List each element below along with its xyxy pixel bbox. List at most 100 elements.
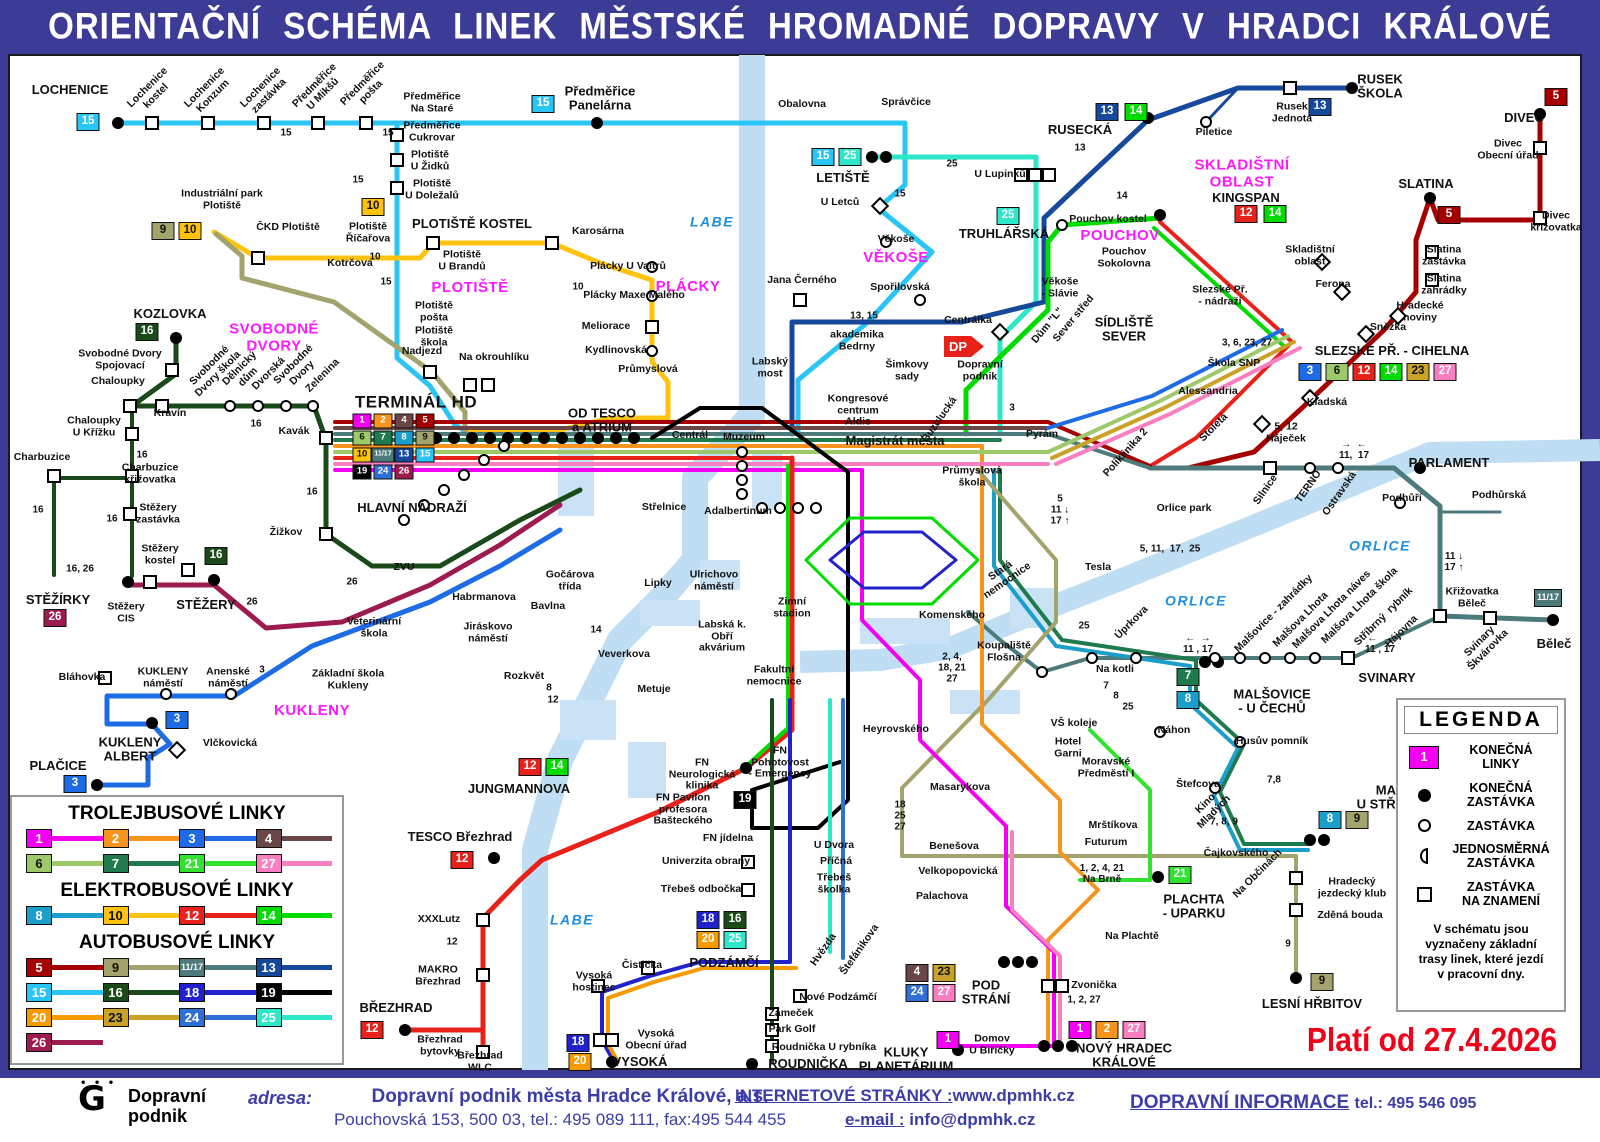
line-color-sample	[281, 836, 332, 841]
line-color-sample	[205, 836, 256, 841]
line-badge-14: 14	[255, 906, 282, 925]
legend-item: KONEČNÁ ZASTÁVKA	[1404, 781, 1558, 810]
line-badge-23: 23	[102, 1008, 129, 1027]
line-key-15: 15	[26, 983, 103, 1002]
line-color-sample	[52, 990, 103, 995]
website-row: INTERNETOVÉ STRÁNKY :www.dpmhk.cz	[735, 1086, 1075, 1106]
info-row: DOPRAVNÍ INFORMACE tel.: 495 546 095	[1130, 1092, 1476, 1114]
legend-items: 1 KONEČNÁ LINKY KONEČNÁ ZASTÁVKA ZASTÁVKA JE…	[1404, 743, 1558, 908]
line-color-sample	[281, 965, 332, 970]
line-key-1: 1	[26, 829, 103, 848]
website-link[interactable]: www.dpmhk.cz	[952, 1086, 1075, 1105]
line-color-sample	[128, 913, 179, 918]
legend-item: ZASTÁVKA	[1404, 819, 1558, 833]
line-key-18: 18	[179, 983, 256, 1002]
line-badge-18: 18	[179, 983, 205, 1002]
line-badge-16: 16	[102, 983, 129, 1002]
legend-note: V schématu jsou vyznačeny základní trasy…	[1418, 922, 1544, 982]
legend-box: LEGENDA 1 KONEČNÁ LINKY KONEČNÁ ZASTÁVKA ZA…	[1396, 698, 1566, 1012]
group-title-trolejbus: TROLEJBUSOVÉ LINKY	[68, 803, 286, 824]
line-key-23: 23	[102, 1008, 179, 1027]
email-link[interactable]: info@dpmhk.cz	[909, 1110, 1036, 1129]
line-color-sample	[128, 836, 179, 841]
line-color-sample	[52, 1040, 103, 1045]
legend-dot-icon	[1417, 788, 1431, 802]
line-color-sample	[128, 965, 179, 970]
line-color-sample	[52, 1015, 103, 1020]
line-color-sample	[52, 913, 103, 918]
line-color-sample	[281, 913, 332, 918]
legend-item-label: KONEČNÁ LINKY	[1469, 743, 1533, 772]
line-color-sample	[205, 861, 256, 866]
line-key-5: 5	[26, 958, 103, 977]
line-badge-5: 5	[26, 958, 52, 977]
line-key-16: 16	[102, 983, 179, 1002]
line-key-8: 8	[26, 906, 103, 925]
legend-item: ZASTÁVKA NA ZNAMENÍ	[1404, 880, 1558, 909]
line-key-26: 26	[26, 1033, 103, 1052]
line-badge-3: 3	[179, 829, 205, 848]
line-key-2: 2	[102, 829, 179, 848]
line-badge-12: 12	[179, 906, 205, 925]
legend-circle-icon	[1417, 819, 1431, 833]
line-key-20: 20	[26, 1008, 103, 1027]
legend-item: JEDNOSMĚRNÁ ZASTÁVKA	[1404, 842, 1558, 871]
email-row: e-mail : info@dpmhk.cz	[845, 1110, 1035, 1130]
email-label: e-mail :	[845, 1110, 905, 1129]
legend-badge-icon: 1	[1409, 745, 1439, 769]
legend-item: 1 KONEČNÁ LINKY	[1404, 743, 1558, 772]
line-key-27: 27	[255, 854, 332, 873]
line-color-sample	[128, 990, 179, 995]
line-badge-9: 9	[102, 958, 129, 977]
line-key-3: 3	[179, 829, 256, 848]
line-key-14: 14	[255, 906, 332, 925]
line-badge-20: 20	[26, 1008, 52, 1027]
legend-item-label: ZASTÁVKA	[1466, 818, 1536, 833]
line-badge-24: 24	[179, 1008, 205, 1027]
dp-logo-line2: podnik	[128, 1106, 187, 1126]
line-badge-19: 19	[255, 983, 282, 1002]
line-key-10: 10	[102, 906, 179, 925]
line-color-sample	[205, 965, 256, 970]
line-badge-26: 26	[26, 1033, 52, 1052]
line-color-sample	[128, 1015, 179, 1020]
address-label: adresa:	[248, 1088, 313, 1108]
line-color-sample	[281, 861, 332, 866]
line-color-sample	[128, 861, 179, 866]
legend-half-icon	[1420, 848, 1428, 865]
address-name: Dopravní podnik města Hradce Králové, a.…	[371, 1086, 769, 1107]
line-key-7: 7	[102, 854, 179, 873]
legend-title: LEGENDA	[1404, 706, 1558, 734]
line-key-6: 6	[26, 854, 103, 873]
line-color-sample	[52, 836, 103, 841]
line-key-11/17: 11/17	[179, 958, 256, 977]
line-key-9: 9	[102, 958, 179, 977]
line-badge-27: 27	[255, 854, 282, 873]
line-badge-4: 4	[255, 829, 282, 848]
line-badge-21: 21	[179, 854, 205, 873]
line-color-sample	[281, 1015, 332, 1020]
line-color-sample	[205, 1015, 256, 1020]
info-phone: tel.: 495 546 095	[1354, 1095, 1477, 1112]
address-detail: Pouchovská 153, 500 03, tel.: 495 089 11…	[333, 1110, 787, 1129]
line-key-13: 13	[255, 958, 332, 977]
legend-item-label: JEDNOSMĚRNÁ ZASTÁVKA	[1452, 841, 1550, 871]
page-title: ORIENTAČNÍ SCHÉMA LINEK MĚSTSKÉ HROMADNÉ…	[48, 4, 1552, 47]
line-badge-1: 1	[26, 829, 52, 848]
line-badge-2: 2	[102, 829, 129, 848]
line-key-21: 21	[179, 854, 256, 873]
line-color-sample	[205, 990, 256, 995]
group-title-elektrobus: ELEKTROBUSOVÉ LINKY	[60, 880, 294, 901]
title-bar: ORIENTAČNÍ SCHÉMA LINEK MĚSTSKÉ HROMADNÉ…	[0, 0, 1600, 52]
line-color-sample	[52, 861, 103, 866]
line-key-4: 4	[255, 829, 332, 848]
dp-logo-dots: • • •	[80, 1078, 117, 1089]
legend-item-label: KONEČNÁ ZASTÁVKA	[1466, 780, 1536, 810]
info-label: DOPRAVNÍ INFORMACE	[1130, 1092, 1350, 1113]
